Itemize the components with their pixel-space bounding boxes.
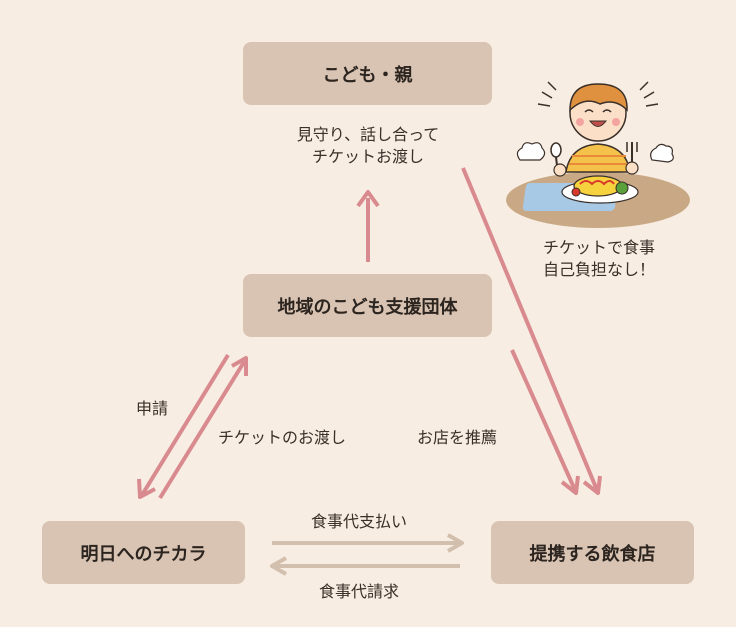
top-note: 見守り、話し合って チケットお渡し xyxy=(268,124,468,168)
label-meal-claim: 食事代請求 xyxy=(319,582,400,601)
box-ashita: 明日へのチカラ xyxy=(42,521,245,584)
arrow-meal-payment xyxy=(272,533,464,553)
arrow-support-to-restaurant xyxy=(510,349,580,495)
arrow-ticket-handover xyxy=(158,356,248,500)
label-ticket-handover: チケットのお渡し xyxy=(218,428,347,447)
free-meal-line1: チケットで食事 xyxy=(542,238,655,257)
hair-shape xyxy=(569,83,628,112)
arrow-children-to-restaurant xyxy=(461,167,602,495)
label-meal-payment: 食事代支払い xyxy=(311,512,408,531)
label-application: 申請 xyxy=(136,399,169,418)
label-recommend-shop: お店を推薦 xyxy=(417,428,498,447)
arrow-application xyxy=(137,353,230,499)
arrow-meal-claim xyxy=(270,556,460,576)
box-children-parents: こども・親 xyxy=(243,42,492,105)
arrow-support-to-children xyxy=(356,190,380,262)
child-eating-illustration xyxy=(506,81,690,228)
top-note-line1: 見守り、話し合って xyxy=(296,125,440,144)
shirt-shape xyxy=(565,143,631,173)
free-meal-line2: 自己負担なし！ xyxy=(542,260,655,279)
free-meal-note: チケットで食事 自己負担なし！ xyxy=(514,237,684,281)
box-support-group: 地域のこども支援団体 xyxy=(243,274,492,337)
box-restaurant: 提携する飲食店 xyxy=(491,521,694,584)
top-note-line2: チケットお渡し xyxy=(311,147,424,166)
